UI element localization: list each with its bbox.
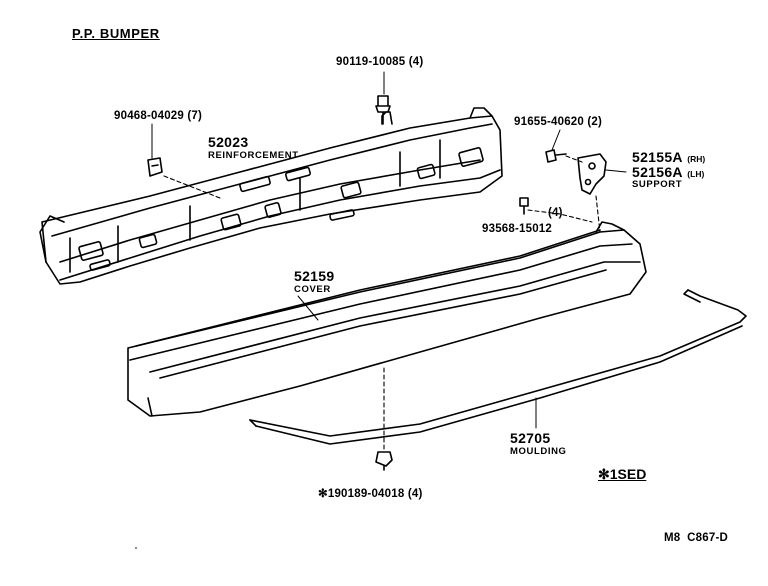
bolt-top-callout: 90119-10085 (4) xyxy=(336,56,423,68)
screw-part xyxy=(519,197,529,215)
reinforcement-name: REINFORCEMENT xyxy=(208,150,299,161)
cover-name: COVER xyxy=(294,284,331,295)
sed-text: SED xyxy=(617,466,647,482)
cover-part xyxy=(127,221,647,417)
part-number: 90189-04018 xyxy=(334,488,405,500)
leader-lines xyxy=(151,71,627,429)
reinforcement-number: 52023 xyxy=(208,134,249,150)
moulding-number: 52705 xyxy=(510,430,551,446)
part-number: 90119-10085 xyxy=(336,56,406,68)
bolt-top-part xyxy=(375,95,391,125)
screw-number: 93568-15012 xyxy=(482,223,552,235)
part-qty: (7) xyxy=(187,110,203,122)
support-lh-callout: 52156A (LH) xyxy=(632,164,704,182)
nut-prefix: ✻1 xyxy=(318,488,335,500)
bolt-right-callout: 91655-40620 (2) xyxy=(514,116,602,128)
part-qty: (2) xyxy=(587,116,603,128)
part-number-lh: 52156A xyxy=(632,164,683,180)
part-qty: (4) xyxy=(408,56,424,68)
support-bracket-part xyxy=(577,153,607,195)
side-lh: (LH) xyxy=(687,169,705,179)
page-title: P.P. BUMPER xyxy=(72,26,160,41)
support-name: SUPPORT xyxy=(632,179,683,190)
assembly-lines xyxy=(163,155,601,451)
moulding-part xyxy=(249,289,747,445)
part-number: 90468-04029 xyxy=(114,110,184,122)
sed-marker: ✻1 xyxy=(598,466,618,482)
part-qty: (4) xyxy=(407,488,423,500)
part-number-rh: 52155A xyxy=(632,149,683,165)
moulding-name: MOULDING xyxy=(510,446,567,457)
screw-qty: (4) xyxy=(548,207,563,219)
nut-part xyxy=(375,451,393,471)
drawing-reference: M8 C867-D xyxy=(664,532,728,544)
nut-callout: ✻190189-04018 (4) xyxy=(318,486,423,500)
side-rh: (RH) xyxy=(687,154,706,164)
bolt-right-part xyxy=(545,149,567,163)
support-rh-callout: 52155A (RH) xyxy=(632,149,705,167)
clip-left-part xyxy=(147,157,163,177)
reinforcement-part xyxy=(39,107,503,285)
part-number: 91655-40620 xyxy=(514,116,584,128)
cover-number: 52159 xyxy=(294,268,335,284)
clip-left-callout: 90468-04029 (7) xyxy=(114,110,202,122)
sed-note: ✻1SED xyxy=(598,466,646,483)
